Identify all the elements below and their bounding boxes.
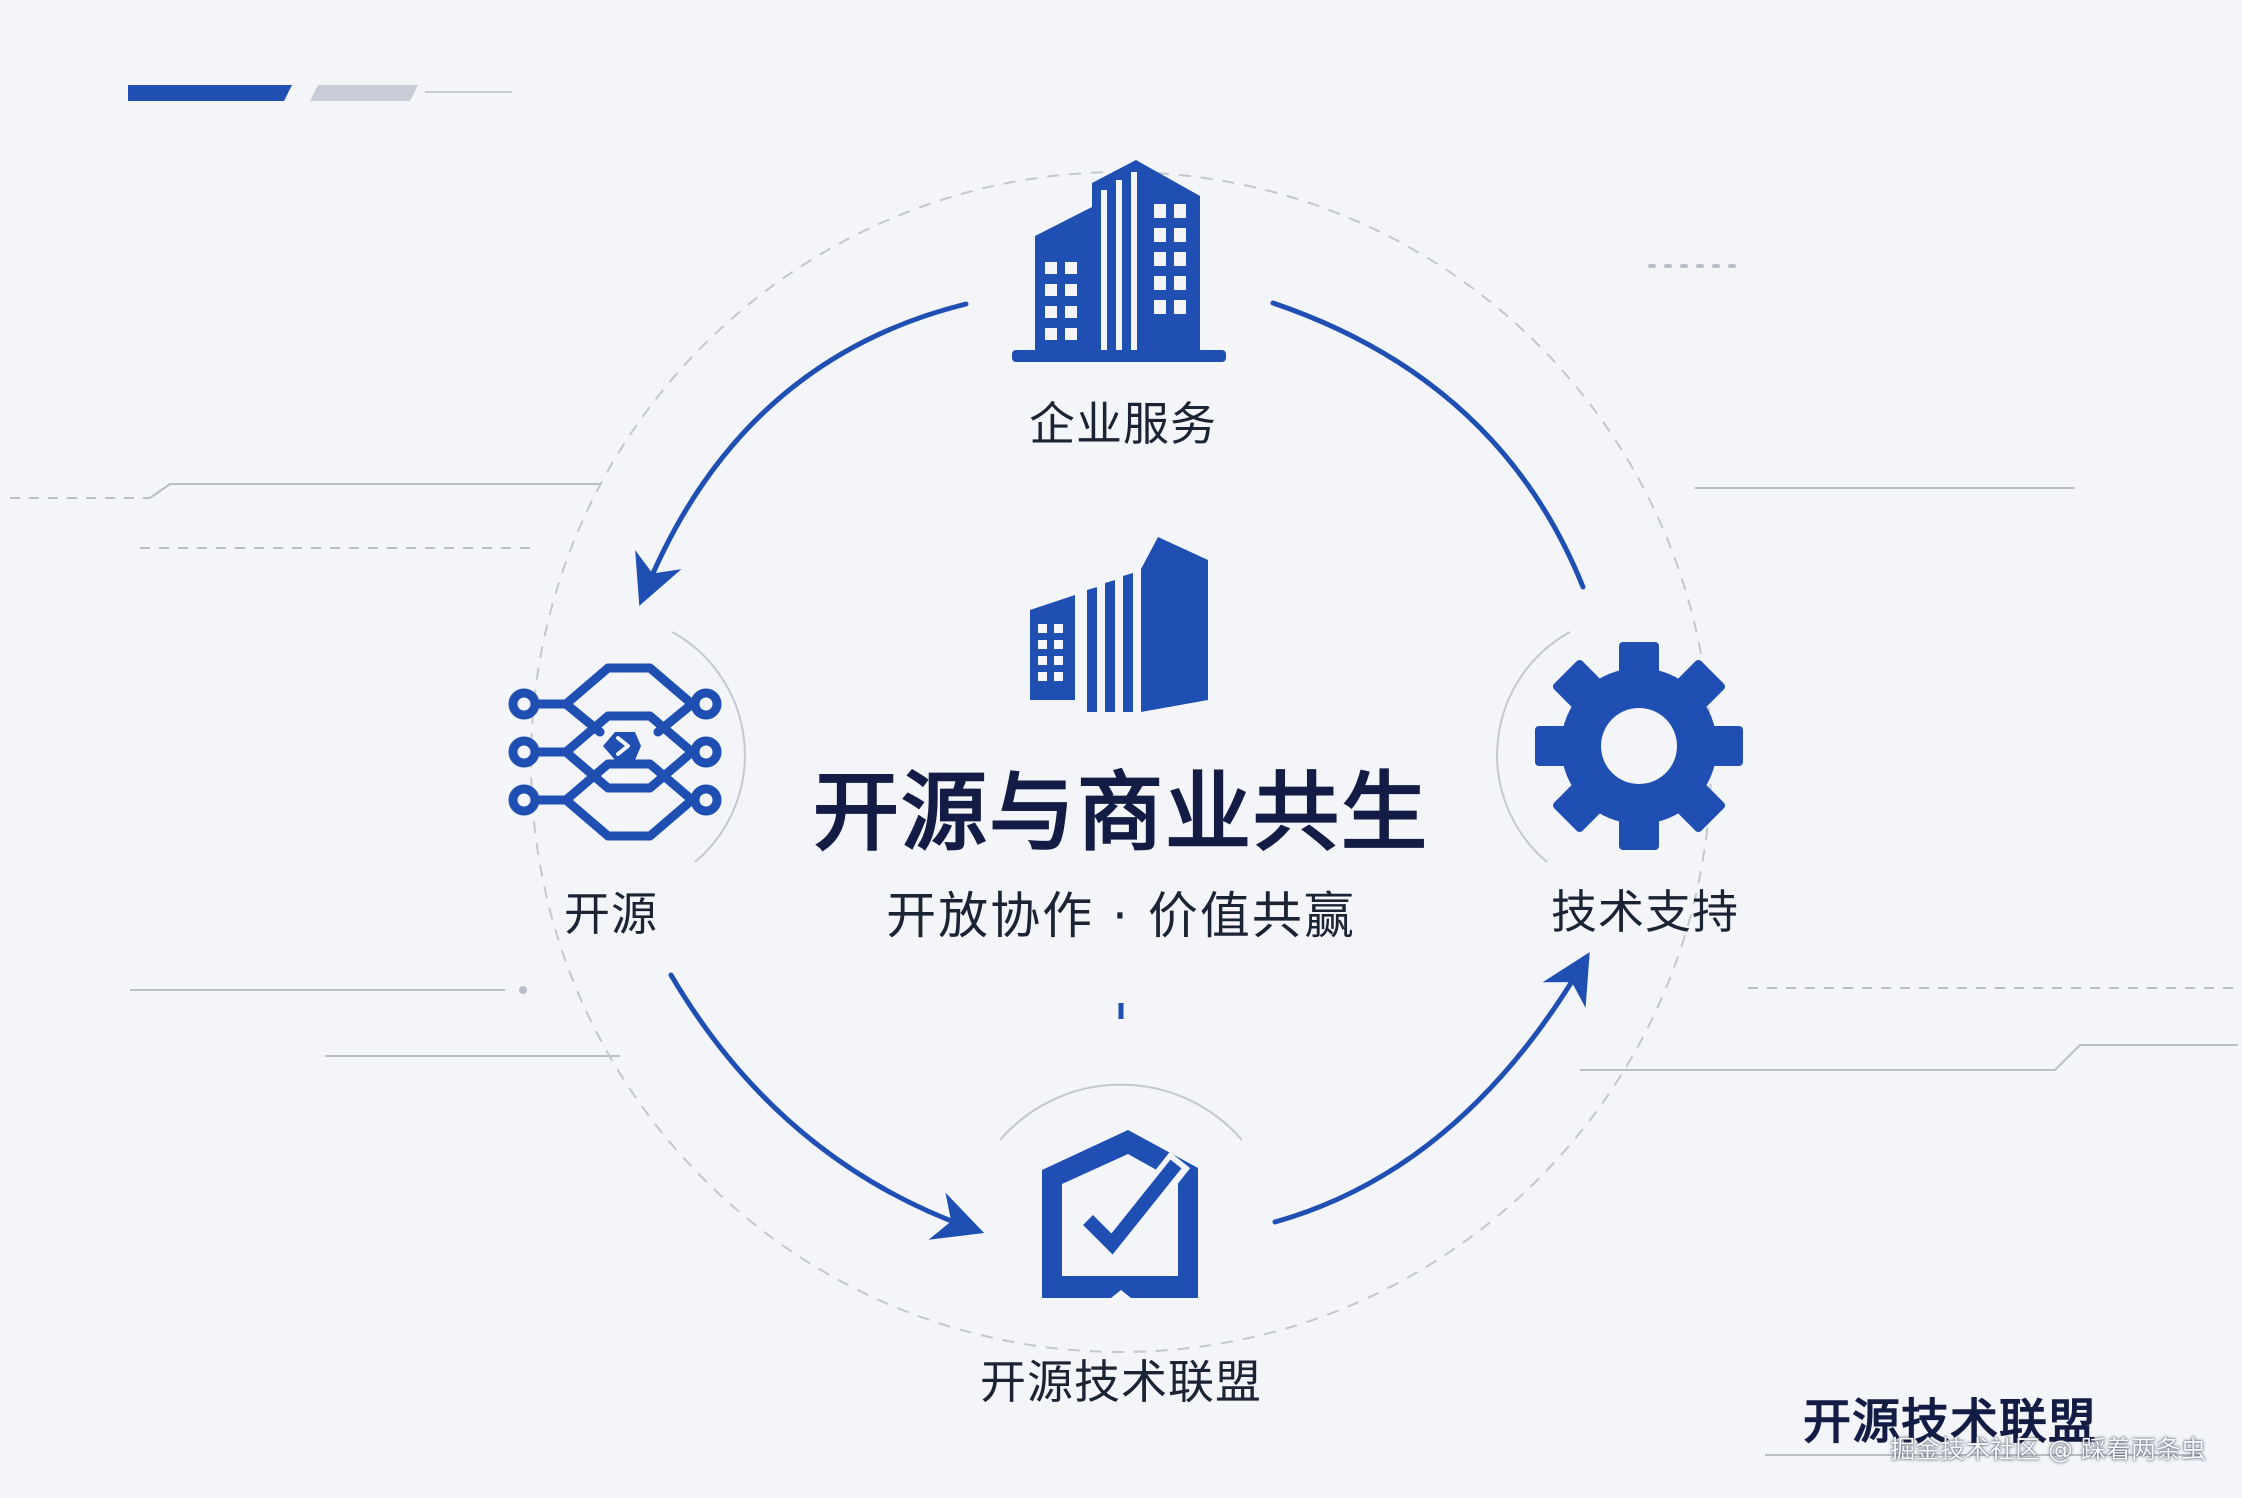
gear-icon <box>1535 642 1743 850</box>
watermark: 掘金技术社区 @ 踩着两条虫 <box>1890 1435 2206 1464</box>
shield-check-icon <box>1042 1130 1198 1298</box>
cycle-arrows <box>635 300 1590 1240</box>
brand-label: 开源技术联盟 <box>1802 1394 2098 1450</box>
node-halos <box>671 631 1571 1141</box>
arrow-support-to-enterprise <box>1270 300 1586 590</box>
node-label-alliance: 开源技术联盟 <box>980 1355 1262 1409</box>
center-subtitle: 开放协作 · 价值共赢 <box>886 887 1356 945</box>
node-label-opensource: 开源 <box>564 887 658 941</box>
center-title: 开源与商业共生 <box>813 763 1429 863</box>
arrow-enterprise-to-opensource <box>635 301 969 606</box>
office-building-icon <box>1012 160 1226 362</box>
node-label-enterprise: 企业服务 <box>1029 397 1217 451</box>
arrow-alliance-to-support <box>1272 952 1590 1225</box>
node-label-support: 技术支持 <box>1551 885 1739 939</box>
circuit-code-icon <box>508 663 722 841</box>
guide-lines <box>10 264 2238 1456</box>
arrow-opensource-to-alliance <box>668 972 985 1240</box>
skyscraper-icon <box>1030 537 1208 712</box>
header-decoration <box>128 85 512 101</box>
